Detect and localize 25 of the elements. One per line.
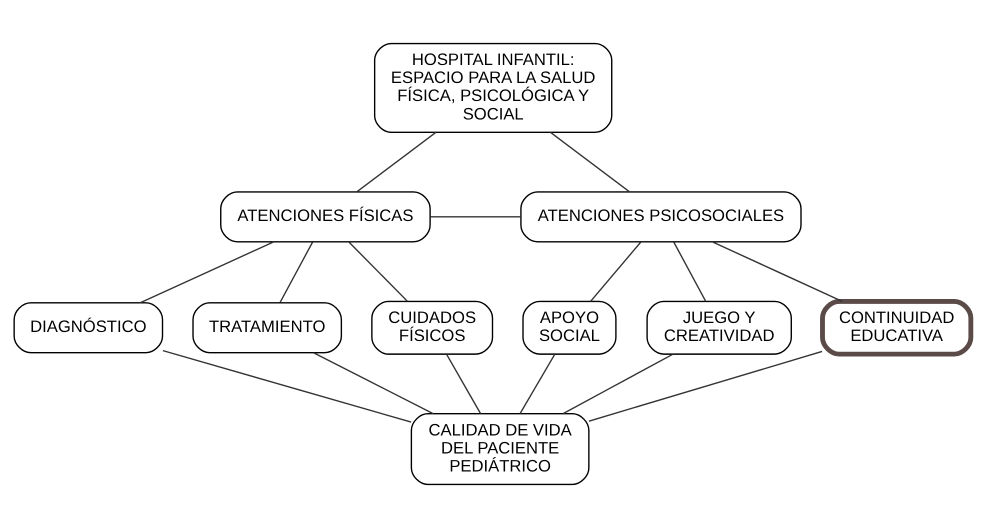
node-box: ATENCIONES FÍSICAS bbox=[220, 190, 431, 242]
connector bbox=[162, 349, 412, 422]
node-box: CALIDAD DE VIDA DEL PACIENTE PEDIÁTRICO bbox=[410, 412, 590, 485]
node-box: ATENCIONES PSICOSOCIALES bbox=[520, 190, 802, 242]
node-box: HOSPITAL INFANTIL: ESPACIO PARA LA SALUD FÍSICA, PSICOLÓGICA Y SOCIAL bbox=[374, 42, 612, 132]
node-box: DIAGNÓSTICO bbox=[13, 302, 164, 353]
connector bbox=[140, 240, 274, 303]
connector bbox=[588, 350, 822, 422]
connector bbox=[430, 216, 521, 218]
connector bbox=[519, 353, 556, 414]
connector bbox=[313, 352, 434, 414]
connector bbox=[279, 241, 314, 302]
connector bbox=[673, 241, 706, 302]
node-box: CONTINUIDAD EDUCATIVA bbox=[820, 298, 974, 356]
connector bbox=[550, 131, 630, 192]
connector bbox=[348, 241, 408, 302]
connector bbox=[446, 353, 482, 414]
node-box: TRATAMIENTO bbox=[192, 302, 342, 353]
node-box: APOYO SOCIAL bbox=[522, 300, 617, 354]
connector bbox=[562, 353, 674, 414]
node-box: CUIDADOS FÍSICOS bbox=[371, 300, 494, 354]
connector bbox=[712, 240, 842, 302]
connector bbox=[590, 241, 642, 302]
connector bbox=[356, 131, 436, 192]
node-box: JUEGO Y CREATIVIDAD bbox=[646, 300, 792, 354]
